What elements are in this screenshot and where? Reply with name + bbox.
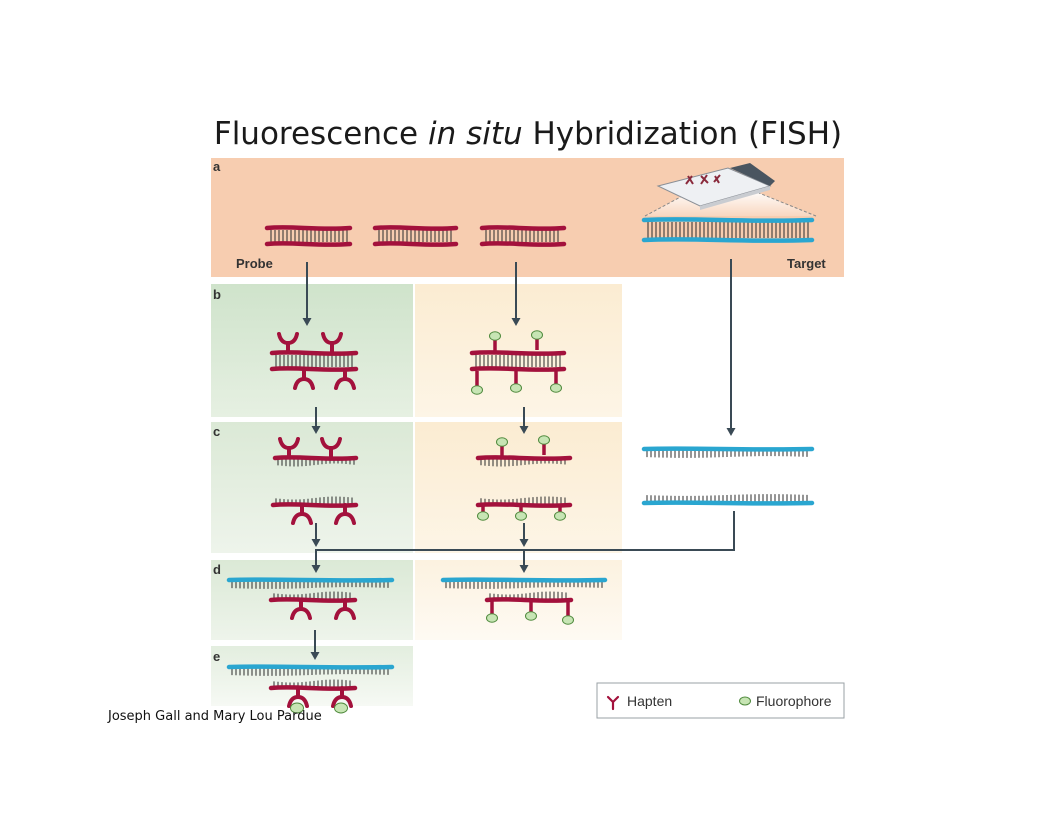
target-strand-top [641, 446, 815, 458]
hapten-e-2 [331, 686, 353, 708]
target-strand-d-hapten [226, 577, 395, 589]
hapten-b-3 [293, 368, 315, 390]
legend-box [596, 682, 845, 719]
target-label: Target [787, 256, 826, 271]
panel-b-fluor-background [415, 284, 622, 417]
legend: Hapten Fluorophore [596, 682, 845, 719]
fluorophore-b-4 [510, 371, 522, 393]
fluorophore-d-2 [525, 601, 537, 621]
arrow-probe-to-fluor [511, 262, 521, 326]
antibody-fluorophore-e-1 [290, 702, 304, 714]
fluor-probe-d [484, 591, 574, 603]
microscope-slide-icon [644, 163, 817, 217]
arrow-hapten-c-down [311, 523, 321, 547]
probe-duplex-1 [264, 225, 353, 247]
hapten-c-2 [320, 437, 342, 459]
arrows [302, 259, 736, 660]
fluorophore-c-1 [496, 437, 508, 457]
arrow-hapten-b-to-c [311, 407, 321, 434]
hapten-strand-top [272, 455, 359, 467]
arrow-target-to-denature [726, 259, 736, 436]
hapten-d-2 [334, 598, 356, 620]
hapten-c-4 [334, 503, 356, 525]
target-duplex [641, 217, 815, 243]
panel-label-a: a [213, 159, 221, 174]
title-part-2: Hybridization (FISH) [522, 116, 843, 152]
title-part-1: Fluorescence [213, 116, 428, 152]
hapten-b-1 [277, 332, 299, 354]
fluorophore-d-1 [486, 601, 498, 623]
fluorophore-c-5 [554, 506, 566, 521]
probe-duplex-2 [372, 225, 459, 247]
legend-fluorophore-label: Fluorophore [756, 693, 832, 709]
hapten-c-1 [278, 437, 300, 459]
arrow-probe-to-hapten [302, 262, 312, 326]
fluorophore-c-4 [515, 506, 527, 521]
fluorophore-b-2 [531, 330, 543, 350]
molecules [226, 217, 815, 714]
panel-c-fluor-background [415, 422, 622, 553]
fluor-probe-duplex [469, 350, 567, 372]
arrow-fluor-to-d [519, 550, 529, 573]
hapten-probe-e [268, 679, 358, 691]
panel-label-e: e [213, 649, 220, 664]
hapten-d-1 [290, 598, 312, 620]
hapten-legend-icon [606, 695, 620, 711]
probe-label: Probe [236, 256, 273, 271]
antibody-fluorophore-e-2 [334, 702, 348, 714]
fluorophore-legend-icon [739, 696, 751, 706]
panel-label-c: c [213, 424, 220, 439]
arrow-d-to-e [310, 630, 320, 660]
target-strand-bottom [641, 494, 815, 506]
legend-hapten-label: Hapten [627, 693, 672, 709]
hapten-b-2 [321, 332, 343, 354]
target-strand-d-fluor [440, 577, 608, 589]
title-italic: in situ [427, 116, 523, 152]
panel-label-b: b [213, 287, 221, 302]
probe-duplex-3 [479, 225, 567, 247]
panel-c-hapten-background [211, 422, 413, 553]
image-credit: Joseph Gall and Mary Lou Pardue [108, 709, 322, 724]
fluorophore-b-1 [489, 331, 501, 352]
fluorophore-b-3 [471, 371, 483, 395]
arrow-fluor-c-down [519, 523, 529, 547]
fluor-strand-top [475, 455, 573, 467]
panel-b-hapten-background [211, 284, 413, 417]
hapten-e-1 [287, 686, 309, 708]
fluorophore-b-5 [550, 371, 562, 393]
arrow-fluor-b-to-c [519, 407, 529, 434]
fluor-strand-bottom [475, 496, 573, 508]
panel-label-d: d [213, 562, 221, 577]
hapten-b-4 [334, 368, 356, 390]
fluorophore-c-3 [477, 506, 489, 521]
target-strand-e [226, 664, 395, 676]
slide-title: Fluorescence in situ Hybridization (FISH… [0, 116, 1056, 152]
fluorophore-c-2 [538, 435, 550, 455]
panel-e-background [211, 646, 413, 706]
fluorophore-d-3 [562, 601, 574, 625]
hapten-c-3 [291, 503, 313, 525]
